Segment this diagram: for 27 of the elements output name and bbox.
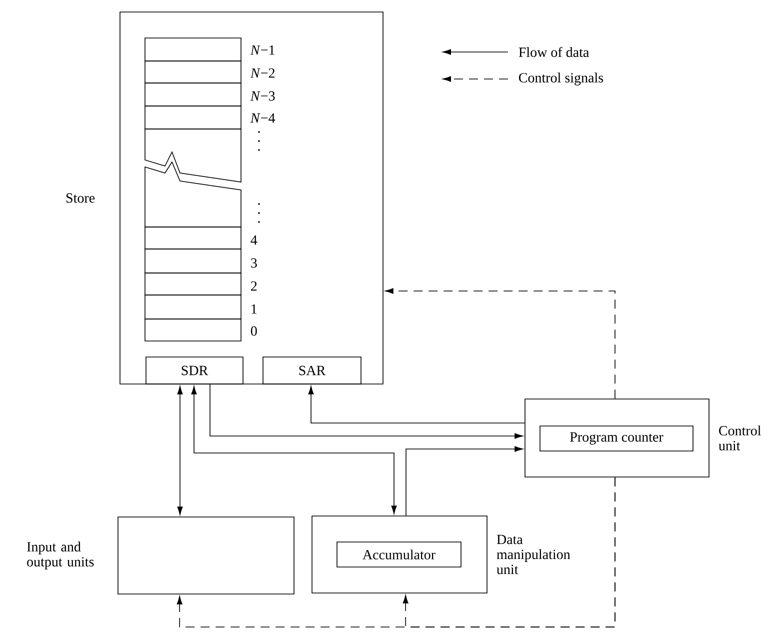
cell-number: 3 xyxy=(251,258,257,268)
register-box: SDR xyxy=(146,356,244,384)
cell-number: N−4 xyxy=(250,113,276,123)
cell-number: 2 xyxy=(251,281,257,291)
register-box: SAR xyxy=(262,356,362,384)
arrow xyxy=(210,384,523,439)
node-label: Control unit xyxy=(718,426,761,450)
cell-number: 0 xyxy=(250,326,257,336)
arrow xyxy=(402,477,616,628)
legend-text: Control signals xyxy=(518,72,604,86)
cell-number: N−2 xyxy=(250,68,275,78)
unit-box: Input and output units xyxy=(27,516,294,594)
arrow xyxy=(191,386,397,514)
cell-number: 1 xyxy=(252,304,257,314)
register-box: Program counter xyxy=(540,426,694,452)
arrow xyxy=(308,386,525,424)
arrow xyxy=(385,288,616,399)
cell-number: 4 xyxy=(250,235,258,245)
legend-text: Flow of data xyxy=(518,47,589,57)
cell-number: N−1 xyxy=(250,45,274,55)
arrow xyxy=(177,386,183,515)
cell-number: N−3 xyxy=(250,91,275,101)
node-label: Input and output units xyxy=(27,542,94,570)
arrow xyxy=(406,446,523,516)
node-label: Data manipulation unit xyxy=(496,534,570,574)
node-label: Store xyxy=(66,193,95,203)
register-box: Accumulator xyxy=(336,542,462,568)
